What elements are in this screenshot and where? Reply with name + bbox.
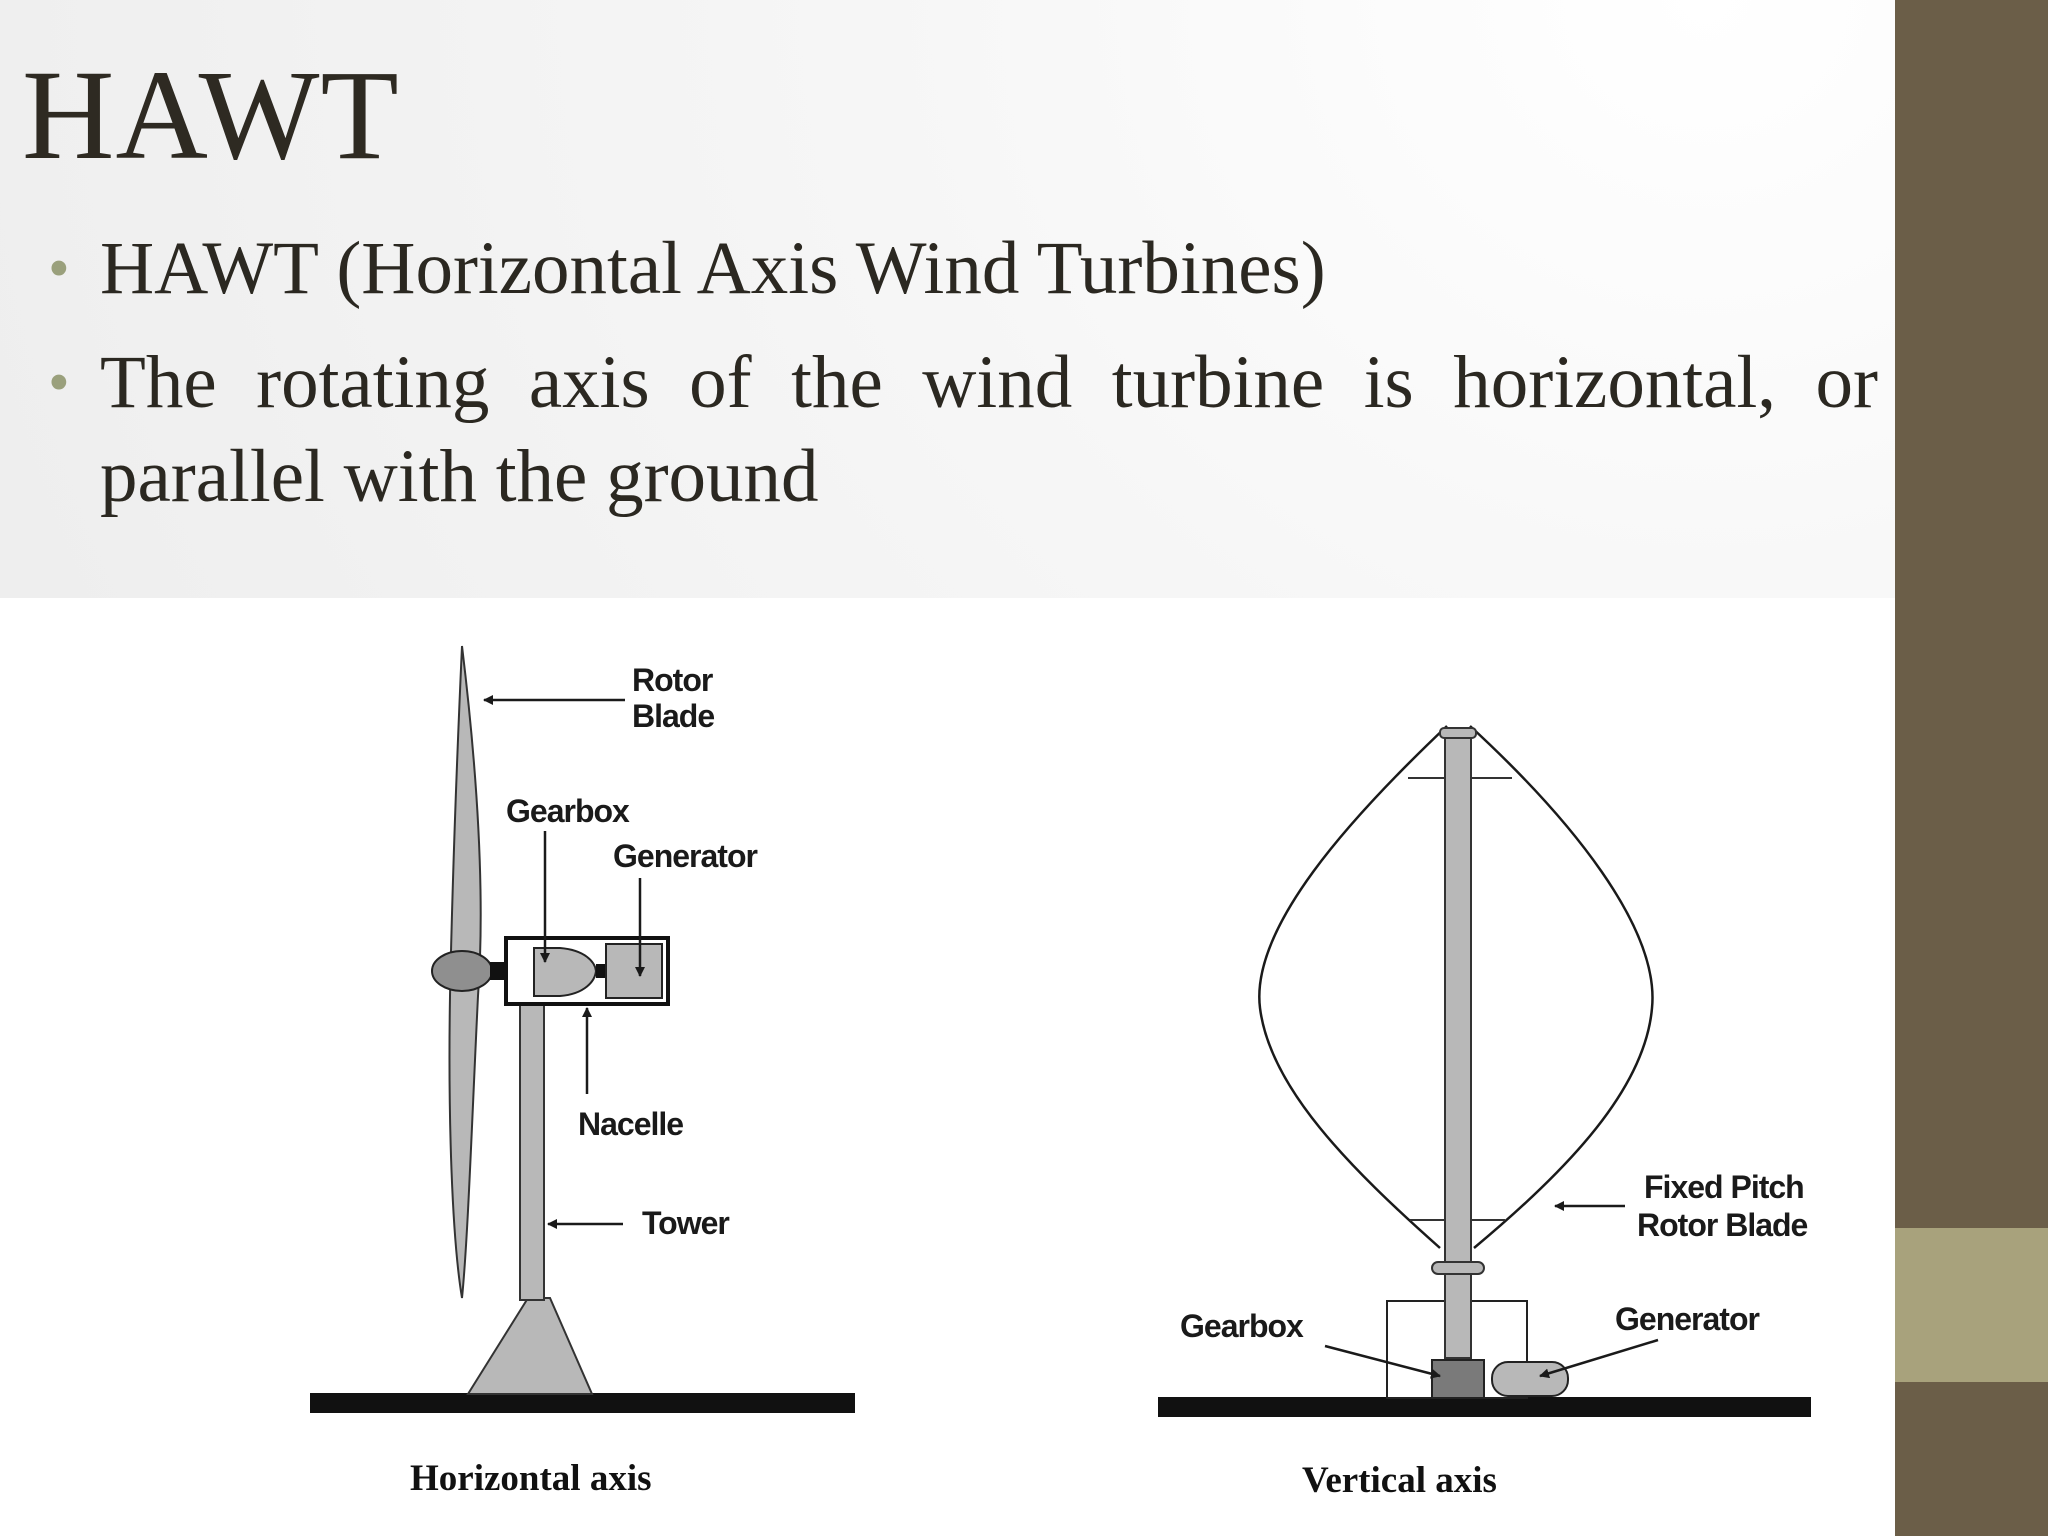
bullet-item: • HAWT (Horizontal Axis Wind Turbines) <box>48 222 1878 316</box>
hawt-label-gearbox: Gearbox <box>506 793 630 829</box>
vawt-coupling <box>1431 1261 1485 1275</box>
bullet-list: • HAWT (Horizontal Axis Wind Turbines) •… <box>48 222 1878 544</box>
hawt-label-rotor-line1: Rotor <box>632 662 713 698</box>
vawt-rotor-blade-right <box>1469 725 1654 1249</box>
bullet-dot-icon: • <box>48 235 70 303</box>
hawt-drawing: Rotor Blade Gearbox Generator Nacelle To… <box>310 645 855 1499</box>
turbine-diagram-svg: Rotor Blade Gearbox Generator Nacelle To… <box>310 645 1811 1501</box>
hawt-generator <box>605 943 663 999</box>
vawt-rotor-blade-left <box>1258 725 1448 1249</box>
hawt-tower <box>519 1003 545 1301</box>
hawt-ground <box>310 1393 855 1413</box>
hawt-label-generator: Generator <box>613 838 757 874</box>
bullet-item: • The rotating axis of the wind turbine … <box>48 336 1878 524</box>
vawt-label-gearbox: Gearbox <box>1180 1308 1304 1344</box>
vawt-gearbox <box>1431 1359 1485 1399</box>
hawt-label-rotor-line2: Blade <box>632 698 714 734</box>
hawt-label-tower: Tower <box>642 1205 729 1241</box>
vawt-top-cap <box>1439 727 1477 739</box>
hawt-hub <box>431 950 493 992</box>
slide-title: HAWT <box>22 44 400 186</box>
hawt-label-nacelle: Nacelle <box>578 1106 683 1142</box>
hawt-coupling <box>596 964 606 978</box>
hawt-caption: Horizontal axis <box>410 1458 652 1499</box>
vawt-shaft <box>1444 729 1472 1359</box>
bullet-dot-icon: • <box>48 349 70 417</box>
vawt-drawing: Fixed Pitch Rotor Blade Gearbox Generato… <box>1158 725 1811 1501</box>
bullet-text: HAWT (Horizontal Axis Wind Turbines) <box>100 227 1326 310</box>
vawt-label-blade-line1: Fixed Pitch <box>1644 1169 1804 1205</box>
bullet-text-line1: The rotating axis of the wind turbine is… <box>100 341 1878 424</box>
vawt-ground <box>1158 1397 1811 1417</box>
vawt-label-blade-line2: Rotor Blade <box>1637 1207 1808 1243</box>
hawt-tower-base <box>466 1297 594 1395</box>
turbine-diagram: Rotor Blade Gearbox Generator Nacelle To… <box>0 598 1895 1536</box>
sidebar-accent-block <box>1895 1228 2048 1382</box>
vawt-caption: Vertical axis <box>1302 1460 1497 1501</box>
vawt-label-generator: Generator <box>1615 1301 1759 1337</box>
bullet-text-line2: parallel with the ground <box>100 435 819 518</box>
vawt-generator <box>1491 1361 1569 1397</box>
